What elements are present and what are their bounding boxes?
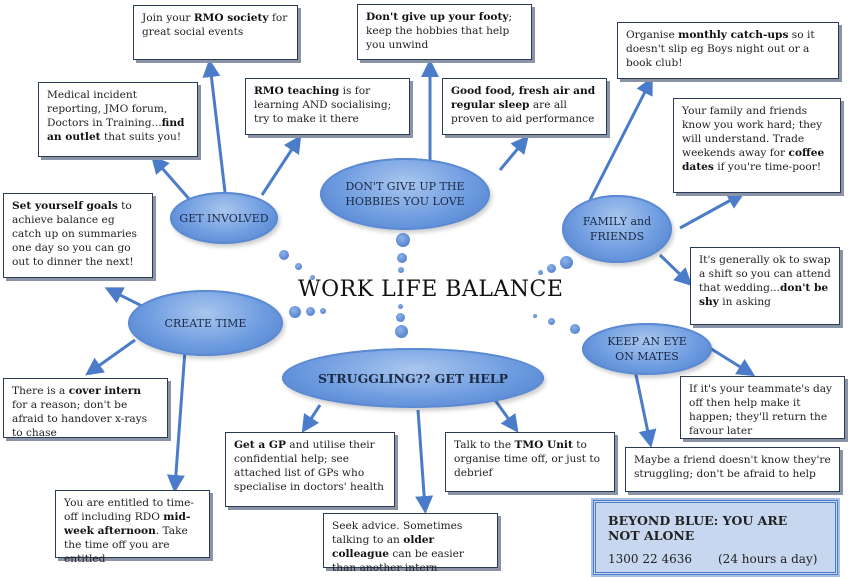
- bubble: [538, 270, 543, 275]
- tip-box-teammate: If it's your teammate's day off then hel…: [680, 376, 845, 439]
- tip-highlight: monthly catch-ups: [678, 29, 789, 41]
- tip-box-good-food: Good food, fresh air and regular sleep a…: [442, 78, 607, 135]
- cloud-hobbies: DON'T GIVE UP THE HOBBIES YOU LOVE: [320, 158, 490, 230]
- bubble: [396, 313, 405, 322]
- tip-text: in asking: [718, 296, 771, 308]
- tip-text: for great social events: [142, 12, 288, 38]
- bubble: [533, 314, 537, 318]
- tip-text: Join your: [142, 12, 194, 24]
- cloud-label: DON'T GIVE UP THE HOBBIES YOU LOVE: [345, 180, 465, 208]
- cloud-family: FAMILY and FRIENDS: [562, 195, 672, 263]
- tip-text: Talk to the: [454, 439, 515, 451]
- tip-text: There is a: [12, 385, 69, 397]
- tip-box-gp: Get a GP and utilise their confidential …: [225, 432, 395, 507]
- bubble: [289, 306, 301, 318]
- bubble: [396, 233, 410, 247]
- tip-text: If it's your teammate's day off then hel…: [689, 383, 833, 437]
- bubble: [397, 253, 407, 263]
- tip-text: Maybe a friend doesn't know they're stru…: [634, 454, 831, 480]
- tip-highlight: don't be shy: [699, 282, 829, 308]
- tip-box-cover-intern: There is a cover intern for a reason; do…: [3, 378, 168, 439]
- tip-text: if you're time-poor!: [713, 161, 822, 173]
- bubble: [395, 325, 408, 338]
- tip-text: It's generally ok to swap a shift so you…: [699, 254, 831, 294]
- tip-box-catch-ups: Organise monthly catch-ups so it doesn't…: [617, 22, 839, 79]
- cloud-label: CREATE TIME: [164, 316, 247, 330]
- tip-box-footy: Don't give up your footy; keep the hobbi…: [357, 4, 532, 60]
- tip-text: Your family and friends know you work ha…: [682, 105, 823, 159]
- bubble: [306, 307, 315, 316]
- tip-box-swap-shift: It's generally ok to swap a shift so you…: [690, 247, 840, 325]
- bubble: [398, 304, 403, 309]
- bubble: [295, 263, 302, 270]
- cloud-create-time: CREATE TIME: [128, 290, 283, 356]
- bubble: [398, 267, 404, 273]
- tip-highlight: mid-week afternoon: [64, 511, 191, 537]
- tip-text: and utilise their confidential help; see…: [234, 439, 384, 493]
- tip-text: Medical incident reporting, JMO forum, D…: [47, 89, 168, 129]
- diagram-title: WORK LIFE BALANCE: [298, 277, 564, 302]
- tip-text: ; keep the hobbies that help you unwind: [366, 11, 513, 51]
- tip-highlight: coffee dates: [682, 147, 825, 173]
- tip-box-rmo-teaching: RMO teaching is for learning AND sociali…: [245, 78, 410, 135]
- beyond-blue-phone: 1300 22 4636: [608, 552, 692, 566]
- tip-box-tmo: Talk to the TMO Unit to organise time of…: [445, 432, 615, 492]
- tip-text: to achieve balance eg catch up on summar…: [12, 200, 137, 268]
- tip-highlight: TMO Unit: [514, 439, 573, 451]
- cloud-label: GET INVOLVED: [179, 211, 269, 225]
- tip-text: are all proven to aid performance: [451, 99, 595, 125]
- tip-highlight: RMO teaching: [254, 85, 340, 97]
- bubble: [310, 275, 315, 280]
- tip-text: to organise time off, or just to debrief: [454, 439, 601, 479]
- beyond-blue-box: BEYOND BLUE: YOU ARE NOT ALONE 1300 22 4…: [593, 500, 838, 575]
- tip-text: You are entitled to time-off including R…: [64, 497, 195, 523]
- tip-highlight: Get a GP: [234, 439, 286, 451]
- beyond-blue-hours: (24 hours a day): [718, 552, 818, 566]
- cloud-get-involved: GET INVOLVED: [170, 192, 278, 244]
- tip-text: . Take the time off you are entitled: [64, 525, 188, 565]
- cloud-keep-eye: KEEP AN EYE ON MATES: [582, 323, 712, 375]
- tip-text: Seek advice. Sometimes talking to an: [332, 520, 463, 546]
- tip-box-family-friends: Your family and friends know you work ha…: [673, 98, 841, 193]
- tip-text: is for learning AND socialising; try to …: [254, 85, 392, 125]
- tip-highlight: RMO society: [193, 12, 269, 24]
- tip-text: that suits you!: [100, 131, 182, 143]
- tip-text: can be easier than another intern: [332, 548, 464, 574]
- tip-box-advice: Seek advice. Sometimes talking to an old…: [323, 513, 498, 574]
- cloud-label: STRUGGLING?? GET HELP: [317, 370, 509, 386]
- tip-highlight: Set yourself goals: [12, 200, 118, 212]
- tip-highlight: find an outlet: [47, 117, 185, 143]
- tip-box-goals: Set yourself goals to achieve balance eg…: [3, 193, 153, 278]
- tip-highlight: Good food, fresh air and regular sleep: [451, 85, 596, 111]
- bubble: [570, 324, 580, 334]
- cloud-label: FAMILY and FRIENDS: [582, 215, 652, 243]
- tip-box-medical-incident: Medical incident reporting, JMO forum, D…: [38, 82, 198, 157]
- bubble: [320, 308, 326, 314]
- beyond-blue-heading: BEYOND BLUE: YOU ARE NOT ALONE: [608, 513, 788, 543]
- cloud-label: KEEP AN EYE ON MATES: [607, 335, 687, 363]
- bubble: [548, 318, 555, 325]
- tip-text: for a reason; don't be afraid to handove…: [12, 399, 148, 439]
- bubble: [547, 264, 556, 273]
- tip-box-friend: Maybe a friend doesn't know they're stru…: [625, 447, 840, 492]
- tip-highlight: Don't give up your footy: [366, 11, 509, 23]
- tip-highlight: cover intern: [68, 385, 142, 397]
- tip-box-rmo-society: Join your RMO society for great social e…: [133, 5, 298, 60]
- cloud-struggling: STRUGGLING?? GET HELP: [282, 348, 544, 408]
- bubble: [560, 256, 573, 269]
- bubble: [279, 250, 289, 260]
- tip-highlight: older colleague: [332, 534, 435, 560]
- tip-text: so it doesn't slip eg Boys night out or …: [626, 29, 815, 69]
- tip-text: Organise: [626, 29, 679, 41]
- tip-box-time-off: You are entitled to time-off including R…: [55, 490, 210, 565]
